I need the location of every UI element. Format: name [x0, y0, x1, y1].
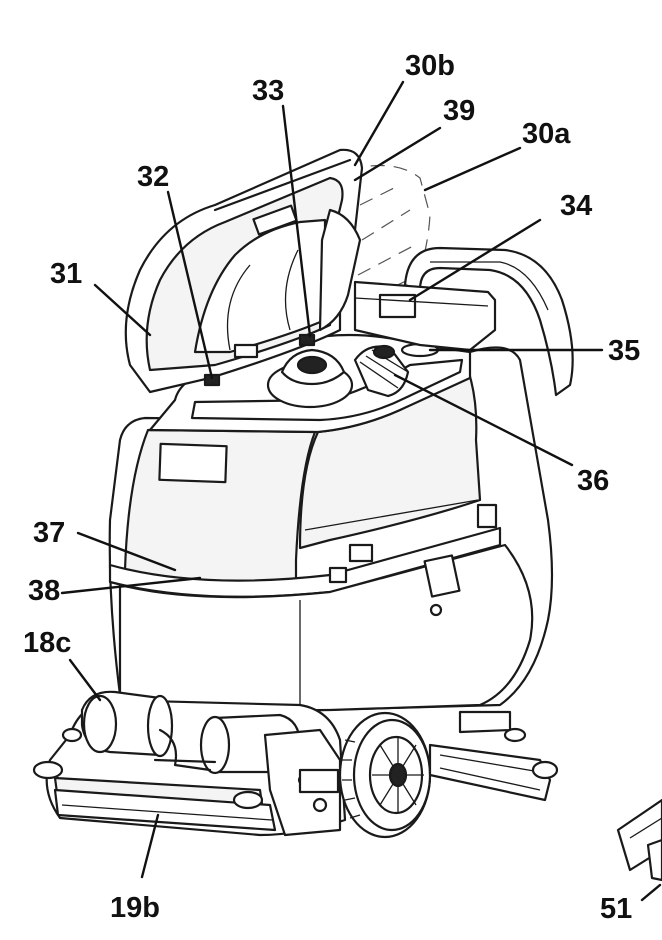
- callout-51: 51: [600, 893, 632, 925]
- callout-labels: 30b 39 33 30a 32 34 31 35 36 37 38 18c 1…: [23, 50, 640, 925]
- leader-33: [281, 104, 312, 338]
- callout-32: 32: [137, 161, 169, 193]
- callout-35: 35: [608, 335, 640, 367]
- callout-30a: 30a: [522, 118, 571, 150]
- leader-34: [408, 218, 542, 302]
- leader-30b: [353, 80, 405, 167]
- rear-handle: [403, 246, 574, 397]
- leader-31: [93, 283, 152, 337]
- callout-34: 34: [560, 190, 592, 222]
- open-lid: [124, 148, 364, 394]
- rear-squeegee: [428, 710, 559, 802]
- leader-51: [640, 883, 662, 902]
- callout-19b: 19b: [110, 892, 160, 924]
- leader-lines: [60, 80, 662, 902]
- callout-37: 37: [33, 517, 65, 549]
- leader-39: [353, 126, 442, 182]
- recovery-tank-body: [108, 346, 554, 712]
- scrub-deck: [32, 690, 347, 837]
- callout-36: 36: [577, 465, 609, 497]
- leader-36: [393, 373, 574, 467]
- leader-37: [76, 531, 177, 572]
- leader-38: [60, 576, 202, 595]
- partial-attachment: [616, 798, 662, 882]
- wheel: [338, 711, 432, 839]
- callout-30b: 30b: [405, 50, 455, 82]
- callout-31: 31: [50, 258, 82, 290]
- leader-30a: [423, 146, 522, 192]
- hose-coupling: [353, 344, 410, 398]
- callout-39: 39: [443, 95, 475, 127]
- callout-18c: 18c: [23, 627, 71, 659]
- rear-panel: [353, 280, 497, 352]
- leader-18c: [68, 658, 102, 702]
- leader-32: [166, 190, 214, 380]
- scrubber-machine-illustration: [32, 148, 662, 882]
- callout-33: 33: [252, 75, 284, 107]
- callout-38: 38: [28, 575, 60, 607]
- leader-19b: [140, 813, 160, 879]
